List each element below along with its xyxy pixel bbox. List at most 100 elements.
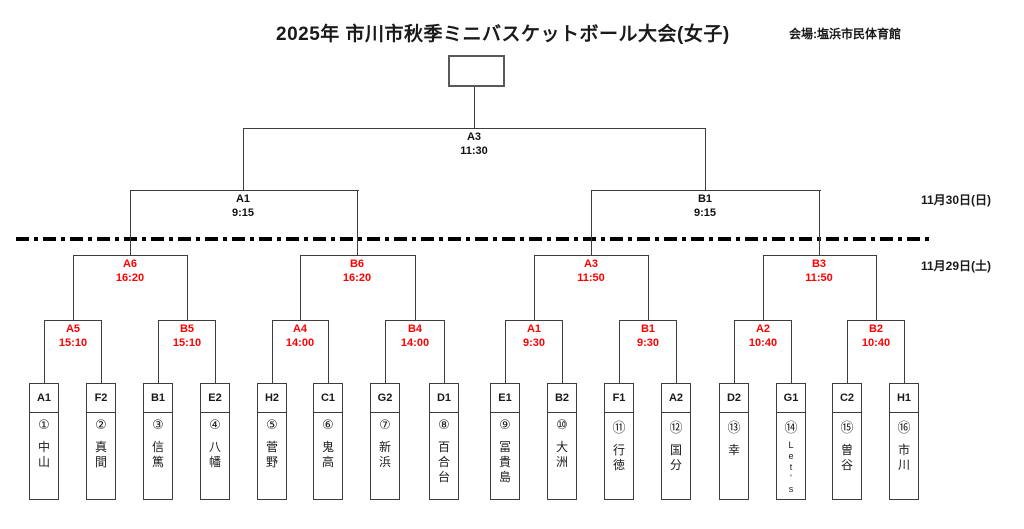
team-number: ⑮	[840, 420, 854, 435]
bracket-line-h	[591, 190, 821, 191]
match-time: 11:30	[460, 145, 488, 157]
team-name: 市川	[897, 443, 910, 472]
team-name: 菅野	[265, 440, 278, 469]
match-label: A3 11:50	[559, 257, 623, 285]
match-code: A3	[583, 258, 599, 270]
match-code: A5	[65, 323, 81, 335]
match-time: 11:50	[805, 272, 833, 284]
bracket-line-v	[215, 320, 216, 383]
match-code: B1	[697, 193, 713, 205]
bracket-line-v	[328, 320, 329, 383]
team-number: ④	[209, 417, 221, 432]
team-box: E1 ⑨ 冨貴島	[490, 383, 520, 500]
match-label: B3 11:50	[787, 257, 851, 285]
team-name: 曽谷	[840, 443, 853, 472]
team-number: ⑧	[438, 417, 450, 432]
team-seed: A1	[30, 384, 58, 413]
match-code: B2	[868, 323, 884, 335]
bracket-line-v	[619, 320, 620, 383]
bracket-line-v	[101, 320, 102, 383]
team-seed: F1	[605, 384, 633, 413]
team-seed: C1	[314, 384, 342, 413]
match-time: 10:40	[861, 337, 891, 349]
team-seed: E1	[491, 384, 519, 413]
match-time: 14:00	[400, 337, 430, 349]
bracket-line-h	[847, 320, 905, 321]
bracket-line-h	[158, 320, 216, 321]
bracket-line-v	[876, 255, 877, 320]
bracket-line-v	[791, 320, 792, 383]
bracket-line-v	[904, 320, 905, 383]
bracket-line-h	[385, 320, 445, 321]
match-time: 16:20	[342, 272, 372, 284]
match-time: 15:10	[172, 337, 202, 349]
team-seed: F2	[87, 384, 115, 413]
match-time: 15:10	[58, 337, 88, 349]
bracket-line-v	[385, 320, 386, 383]
bracket-line-v	[444, 320, 445, 383]
bracket-line-v	[734, 320, 735, 383]
bracket-line-h	[619, 320, 677, 321]
team-seed: H2	[258, 384, 286, 413]
team-number: ②	[95, 417, 107, 432]
bracket-line-v	[415, 255, 416, 320]
bracket-line-v	[158, 320, 159, 383]
team-seed: H1	[890, 384, 918, 413]
match-time: 9:15	[231, 207, 255, 219]
team-seed: B1	[144, 384, 172, 413]
team-number: ⑦	[379, 417, 391, 432]
match-label: A2 10:40	[731, 322, 795, 350]
team-name: 国分	[669, 443, 682, 472]
bracket-line-h	[734, 320, 792, 321]
team-number: ⑯	[897, 420, 911, 435]
team-seed: G1	[777, 384, 805, 413]
team-seed: B2	[548, 384, 576, 413]
team-seed: D2	[720, 384, 748, 413]
date-label-nov29: 11月29日(土)	[921, 259, 992, 273]
team-name: 鬼高	[321, 440, 334, 469]
team-number: ⑥	[322, 417, 334, 432]
match-code: A1	[235, 193, 251, 205]
bracket-line-v	[474, 87, 475, 128]
match-time: 14:00	[285, 337, 315, 349]
bracket-line-h	[300, 255, 416, 256]
match-code: A1	[526, 323, 542, 335]
bracket-line-v	[300, 255, 301, 320]
team-name: 新浜	[378, 440, 391, 469]
bracket-line-v	[705, 128, 706, 190]
match-label: A1 9:15	[211, 192, 275, 220]
match-label: B2 10:40	[844, 322, 908, 350]
day-divider-dash-line	[16, 237, 930, 241]
team-name: 幸	[727, 443, 740, 457]
bracket-line-v	[763, 255, 764, 320]
bracket-line-v	[187, 255, 188, 320]
champion-box	[448, 55, 505, 87]
team-name: 冨貴島	[498, 440, 511, 484]
bracket-line-h	[534, 255, 649, 256]
match-code: A2	[755, 323, 771, 335]
team-name: 中山	[37, 440, 50, 469]
team-name: 信篤	[151, 440, 164, 469]
match-code: B3	[811, 258, 827, 270]
date-label-nov30: 11月30日(日)	[921, 193, 992, 207]
team-number: ⑨	[499, 417, 511, 432]
match-code: B1	[640, 323, 656, 335]
match-label: A5 15:10	[41, 322, 105, 350]
match-time: 10:40	[748, 337, 778, 349]
match-time: 11:50	[577, 272, 605, 284]
bracket-line-v	[130, 190, 131, 255]
